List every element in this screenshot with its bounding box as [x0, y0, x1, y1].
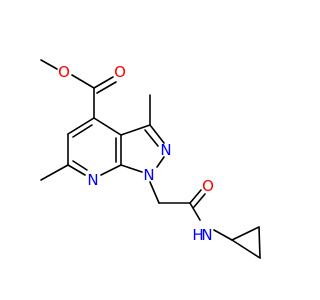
bond-carbonylC-O-1 — [93, 76, 114, 89]
atom-N7-pyridine: N — [87, 171, 98, 189]
bond-cyclopropyl-b — [258, 226, 261, 259]
bond-C6-N7-a — [67, 164, 86, 176]
atom-O-ether: O — [58, 63, 70, 81]
bond-N7-C7a — [100, 164, 122, 176]
bond-carbonylC-O-2 — [96, 81, 117, 94]
atom-N-amide: N — [201, 226, 212, 244]
bond-amideC-O-1 — [189, 189, 202, 204]
bond-C4-C3a — [93, 117, 122, 136]
bond-amideC-O-2 — [193, 193, 206, 208]
structure-canvas: O O N N N O H N — [40, 59, 261, 259]
bond-amideC-N — [189, 202, 201, 221]
bond-C6-N7-b — [72, 160, 88, 171]
bond-N1-C7a — [120, 164, 143, 173]
atom-N1: N — [143, 166, 154, 184]
bond-C4-C5-a — [67, 117, 95, 135]
bond-N2-N1 — [156, 156, 165, 168]
bond-C3-N2-b — [144, 129, 159, 147]
bond-N1-CH2 — [149, 181, 160, 204]
molecule-drawing: O O N N N O H N — [40, 59, 261, 259]
bond-C3-N2-a — [149, 124, 165, 144]
bond-C4-C5-b — [72, 124, 93, 138]
atom-N2-pyrazole: N — [160, 141, 171, 159]
bond-C3a-C3 — [120, 124, 151, 136]
bond-N-cyclopropyl — [213, 229, 233, 241]
bond-C6-methyl — [40, 164, 69, 181]
bond-methyl-O — [40, 59, 58, 70]
bond-O-carbonylC — [71, 74, 95, 89]
bond-cyclopropyl-c — [231, 239, 261, 259]
atom-O-amide: O — [202, 177, 214, 195]
atom-H-amide: H — [192, 226, 203, 244]
bond-cyclopropyl-a — [231, 226, 260, 241]
atom-O-carbonyl: O — [114, 63, 126, 81]
